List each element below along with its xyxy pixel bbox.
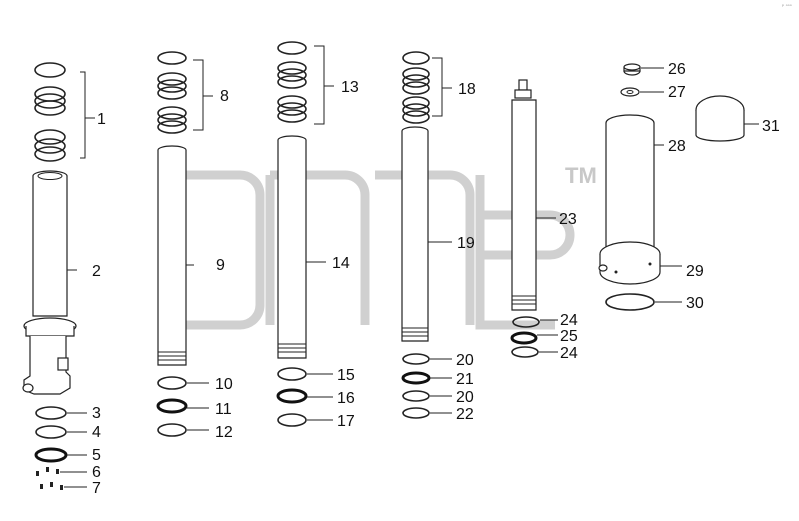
base-flange-29 <box>598 241 682 285</box>
callout-10: 10 <box>215 376 233 393</box>
callout-30: 30 <box>686 295 704 312</box>
plunger-rod-23 <box>511 79 556 311</box>
callout-7: 7 <box>92 480 101 497</box>
outer-cylinder-barrel <box>22 170 77 395</box>
callout-16: 16 <box>337 390 355 407</box>
callout-28: 28 <box>668 138 686 155</box>
seal-ring-15 <box>277 367 333 381</box>
callout-12: 12 <box>215 424 233 441</box>
callout-2: 2 <box>92 263 101 280</box>
callout-14: 14 <box>332 255 350 272</box>
cap-26 <box>623 63 664 76</box>
callout-25: 25 <box>560 328 578 345</box>
stage-tube-9 <box>157 145 194 366</box>
callout-24b: 24 <box>560 345 578 362</box>
callout-8: 8 <box>220 88 229 105</box>
callout-31: 31 <box>762 118 780 135</box>
callout-29: 29 <box>686 263 704 280</box>
housing-28 <box>605 114 664 249</box>
seal-ring-24b <box>511 346 558 358</box>
callout-5: 5 <box>92 447 101 464</box>
seal-ring-20b <box>402 390 452 402</box>
seal-ring-set-8 <box>157 51 213 134</box>
callout-18: 18 <box>458 81 476 98</box>
seal-ring-set-18 <box>402 51 452 124</box>
pins-6-7 <box>36 467 87 490</box>
callout-22: 22 <box>456 406 474 423</box>
watermark-tm: TM <box>565 163 597 188</box>
watermark-logo: TM <box>160 163 597 330</box>
callout-20b: 20 <box>456 389 474 406</box>
callout-1: 1 <box>97 111 106 128</box>
callout-13: 13 <box>341 79 359 96</box>
seal-ring-24a <box>512 316 558 328</box>
callout-15: 15 <box>337 367 355 384</box>
seal-ring-20a <box>402 353 452 365</box>
seal-ring-30 <box>605 293 682 311</box>
callout-6: 6 <box>92 464 101 481</box>
wiper-seal-5 <box>34 447 87 463</box>
wiper-seal-25 <box>510 331 558 345</box>
wiper-seal-11 <box>156 398 209 414</box>
seal-ring-10 <box>157 376 209 390</box>
seal-ring-3 <box>35 406 87 420</box>
cover-31 <box>695 95 759 142</box>
seal-ring-22 <box>402 407 452 419</box>
seal-ring-4 <box>35 425 87 439</box>
stage-tube-19 <box>401 126 452 342</box>
wiper-seal-16 <box>276 388 333 404</box>
callout-20a: 20 <box>456 352 474 369</box>
washer-27 <box>620 87 664 97</box>
stage-tube-14 <box>277 135 326 359</box>
callout-3: 3 <box>92 405 101 422</box>
callout-23: 23 <box>559 211 577 228</box>
callout-11: 11 <box>215 401 232 418</box>
seal-ring-12 <box>157 423 209 437</box>
callout-17: 17 <box>337 413 355 430</box>
callout-26: 26 <box>668 61 686 78</box>
wiper-seal-21 <box>401 371 452 385</box>
callout-27: 27 <box>668 84 686 101</box>
callout-24a: 24 <box>560 312 578 329</box>
seal-ring-17 <box>277 413 333 427</box>
corner-mark: ᵖ ᵒᵒᵒ <box>782 4 792 10</box>
seal-ring-set-1 <box>34 62 95 162</box>
callout-21: 21 <box>456 371 474 388</box>
seal-ring-set-13 <box>277 41 334 125</box>
callout-19: 19 <box>457 235 475 252</box>
callout-4: 4 <box>92 424 101 441</box>
callout-9: 9 <box>216 257 225 274</box>
